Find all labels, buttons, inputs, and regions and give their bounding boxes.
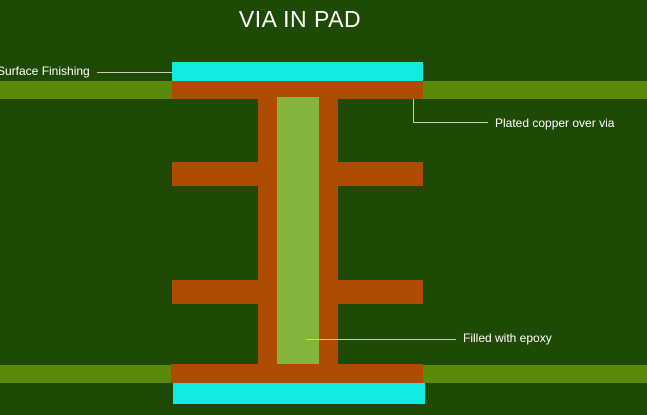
surface-finishing-label: Surface Finishing: [0, 64, 90, 78]
bottom-surface-finish: [173, 383, 425, 404]
diagram-title: VIA IN PAD: [238, 6, 362, 32]
filled-epoxy-leader: [306, 339, 456, 340]
plated-copper-label: Plated copper over via: [495, 116, 615, 130]
via-barrel-left: [258, 97, 277, 365]
surface-finishing-leader: [97, 72, 172, 73]
bottom-copper-pad: [171, 364, 423, 383]
plated-copper-leader-vertical: [413, 99, 414, 122]
via-barrel-right: [319, 97, 338, 365]
top-surface-finish: [172, 62, 423, 81]
plated-copper-leader-horizontal: [413, 122, 488, 123]
epoxy-fill: [277, 97, 319, 364]
top-copper-pad: [172, 81, 423, 99]
filled-epoxy-label: Filled with epoxy: [463, 331, 552, 345]
